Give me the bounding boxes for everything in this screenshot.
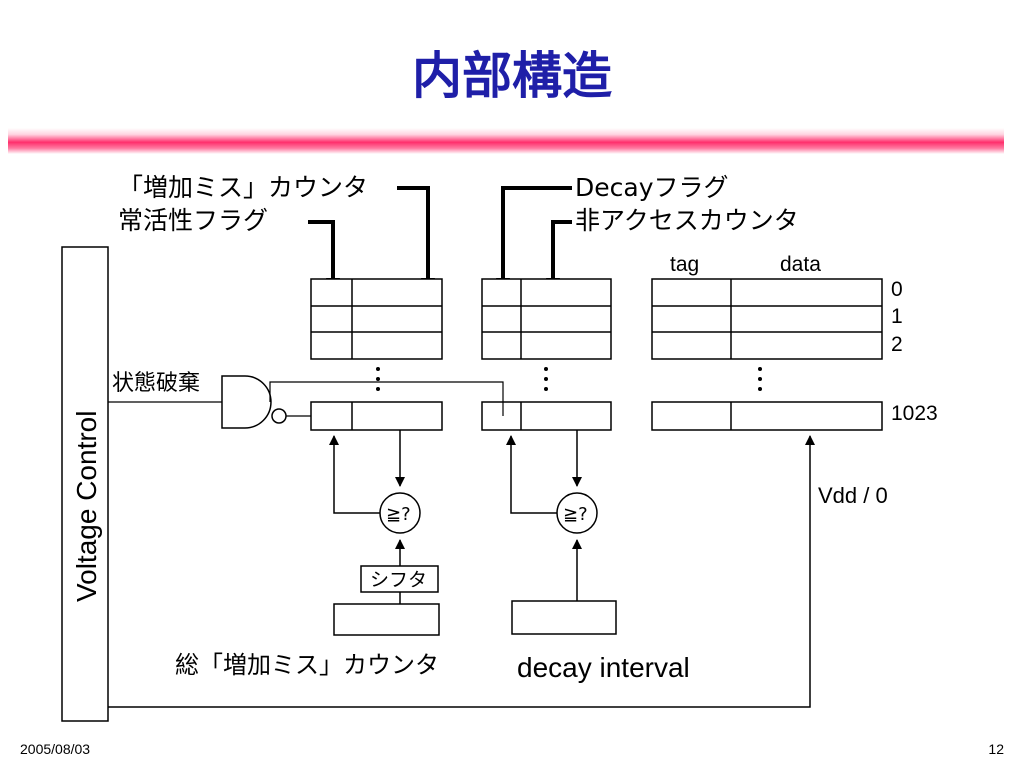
voltage-control-label: Voltage Control xyxy=(71,411,102,602)
comparator-wiring xyxy=(108,430,815,708)
decay-flag-label: Decayフラグ xyxy=(575,173,729,202)
vdd-label: Vdd / 0 xyxy=(818,483,888,508)
leader-arrows xyxy=(308,186,572,280)
comparator-2-label: ≧? xyxy=(563,504,588,525)
ellipsis-dots xyxy=(376,367,762,391)
leader-increment-miss xyxy=(397,186,430,280)
leader-decay-flag xyxy=(501,186,572,280)
table-cache-lines xyxy=(651,278,883,431)
title-divider xyxy=(8,128,1004,154)
decay-interval-label: decay interval xyxy=(517,652,690,683)
increment-miss-counter-label: 「増加ミス」カウンタ xyxy=(118,173,368,202)
table-decay xyxy=(481,278,612,431)
always-active-flag-label: 常活性フラグ xyxy=(118,206,268,235)
row-index-1023: 1023 xyxy=(891,402,938,425)
total-miss-counter-register xyxy=(333,603,440,636)
page-number: 12 xyxy=(988,741,1004,757)
decay-interval-register xyxy=(511,600,617,635)
shifter-box xyxy=(360,565,439,593)
footer-date: 2005/08/03 xyxy=(20,741,91,757)
table-miss-counter xyxy=(310,278,443,431)
non-access-counter-label: 非アクセスカウンタ xyxy=(575,206,799,235)
row-index-1: 1 xyxy=(891,305,903,328)
tag-header: tag xyxy=(670,253,699,276)
data-header: data xyxy=(780,253,821,276)
comparator-1-label: ≧? xyxy=(386,504,411,525)
row-index-0: 0 xyxy=(891,278,903,301)
gate-wiring xyxy=(108,381,504,417)
row-index-2: 2 xyxy=(891,333,903,356)
page-title: 内部構造 xyxy=(412,47,612,105)
shifter-label: シフタ xyxy=(370,569,427,591)
leader-non-access xyxy=(551,220,572,280)
voltage-control-box xyxy=(61,246,109,722)
leader-always-active xyxy=(308,220,335,280)
state-destroy-label: 状態破棄 xyxy=(112,371,200,396)
nand-gate xyxy=(221,375,287,429)
total-miss-counter-label: 総「増加ミス」カウンタ xyxy=(175,651,439,679)
